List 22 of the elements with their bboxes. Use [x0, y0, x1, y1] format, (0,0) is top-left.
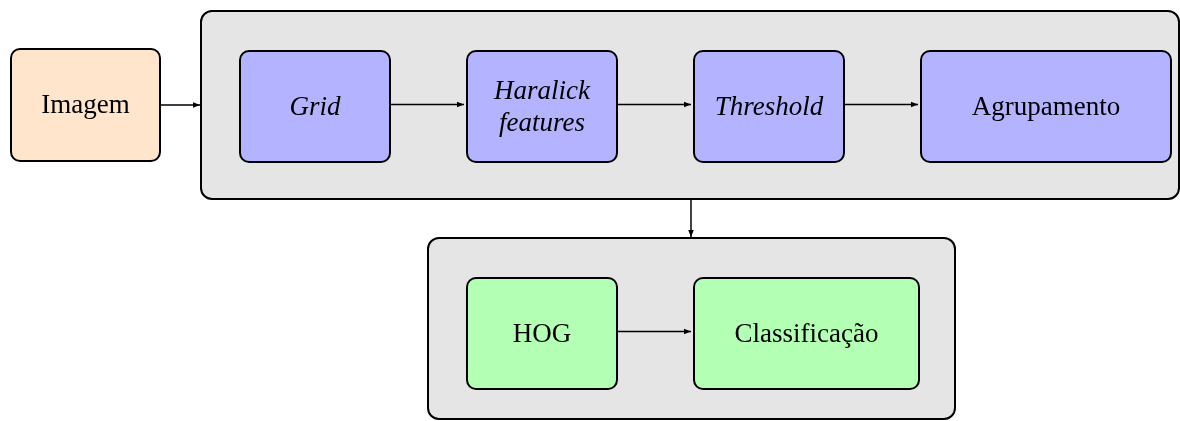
process-box — [466, 50, 618, 163]
group-panel — [200, 10, 1180, 200]
process-box — [466, 277, 618, 390]
group-panel — [427, 237, 956, 420]
box-label: Imagem — [40, 89, 131, 121]
arrow — [615, 101, 692, 108]
arrow — [160, 102, 201, 108]
arrow — [615, 328, 692, 335]
arrow — [842, 101, 919, 108]
process-box — [693, 50, 845, 163]
box-label: Haralick features — [492, 75, 592, 138]
input-box — [10, 48, 161, 162]
process-box — [693, 277, 920, 390]
box-label: Threshold — [713, 90, 825, 122]
box-label: Classificação — [733, 317, 880, 349]
process-box — [239, 50, 391, 163]
box-label: Agrupamento — [970, 90, 1122, 122]
box-label: HOG — [511, 317, 573, 349]
process-box — [920, 50, 1172, 163]
box-label: Grid — [288, 90, 342, 122]
arrow — [688, 199, 694, 238]
arrow — [388, 101, 465, 108]
